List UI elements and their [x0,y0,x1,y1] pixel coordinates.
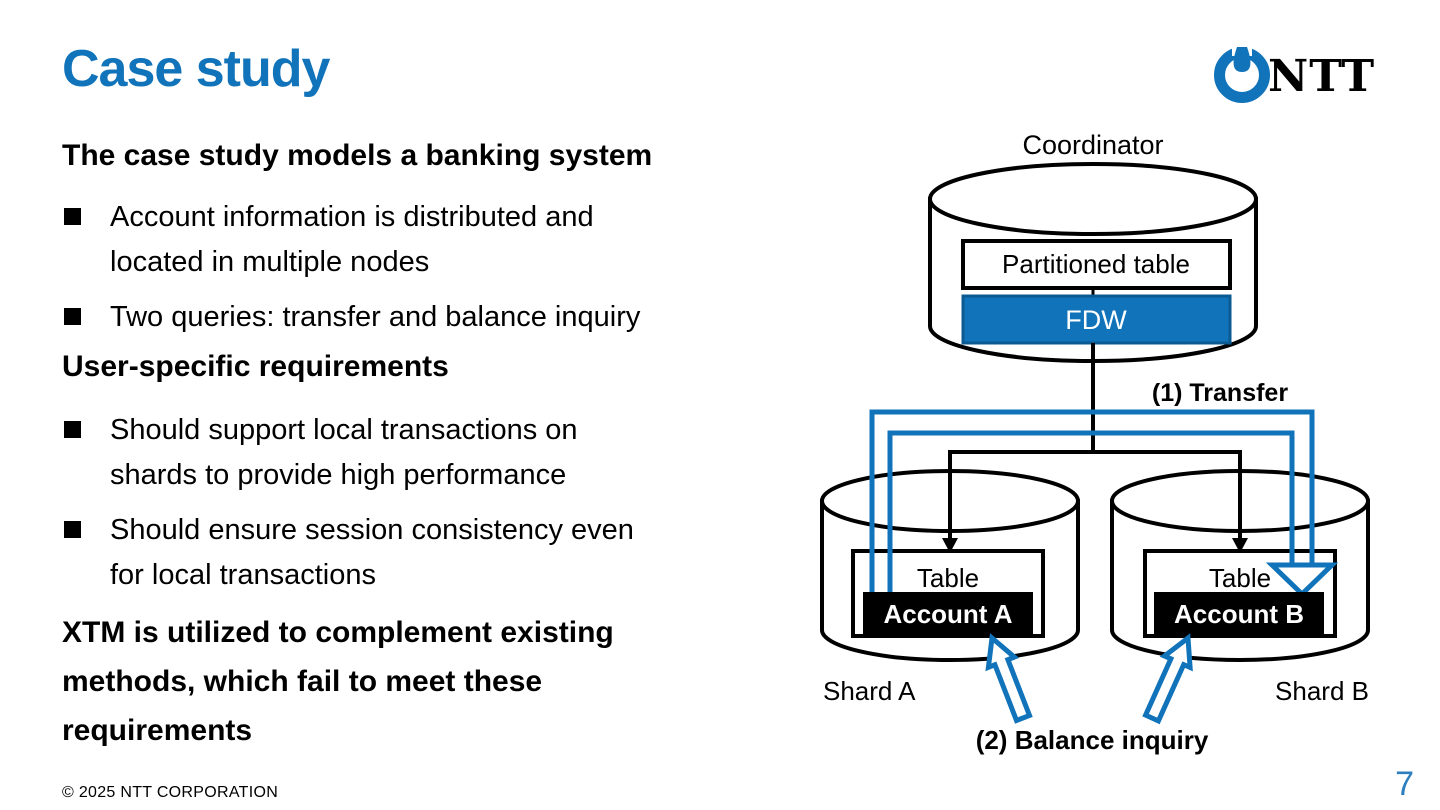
black-arrowhead-a [942,538,958,553]
architecture-diagram: Coordinator Partitioned table FDW Table [820,130,1370,755]
heading-user-requirements: User-specific requirements [62,350,449,383]
bullet-line: Account information is distributed and [110,201,594,233]
account-a-label: Account A [883,599,1012,629]
bullet-list-2: Should support local transactions on sha… [62,408,807,598]
distribution-lines [942,450,1248,553]
page-title: Case study [62,40,330,98]
transfer-arrow [869,409,1339,598]
closing-line: methods, which fail to meet these [62,665,543,698]
balance-inquiry-label: (2) Balance inquiry [976,725,1209,755]
bullet-list-1: Account information is distributed and l… [62,195,807,340]
bullet-line: for local transactions [110,559,376,591]
fdw-box [961,294,1232,345]
ntt-logo: NTT [1214,41,1375,103]
heading-banking-system: The case study models a banking system [62,139,653,172]
partitioned-table-box [961,239,1232,290]
black-arrowhead-b [1232,538,1248,553]
bullet-line: Should ensure session consistency even [110,514,634,546]
bullet-local-transactions: Should support local transactions on sha… [62,408,807,498]
bullet-line: Two queries: transfer and balance inquir… [110,301,641,333]
bullet-line: located in multiple nodes [110,246,430,278]
page-number: 7 [1395,765,1414,803]
balance-arrow-b-icon [1142,633,1193,725]
bullet-account-info: Account information is distributed and l… [62,195,807,285]
closing-statement: XTM is utilized to complement existing m… [62,608,807,755]
body-text: The case study models a banking system A… [62,139,807,755]
shard-a-label: Shard A [823,676,916,706]
bullet-line: shards to provide high performance [110,459,567,491]
copyright-footer: © 2025 NTT CORPORATION [62,784,279,801]
closing-line: requirements [62,714,253,747]
transfer-arrowhead-icon [1265,562,1339,598]
account-b-box [1154,592,1324,634]
closing-line: XTM is utilized to complement existing [62,616,614,649]
coordinator-label: Coordinator [1022,130,1163,160]
ntt-wordmark: NTT [1268,51,1375,102]
fdw-label: FDW [1065,305,1127,335]
table-a-label: Table [917,563,979,593]
account-b-label: Account B [1174,599,1304,629]
table-b-label: Table [1209,563,1271,593]
shard-b-label: Shard B [1275,676,1369,706]
partitioned-table-label: Partitioned table [1002,249,1190,279]
bullet-line: Should support local transactions on [110,414,578,446]
balance-arrow-a-icon [985,633,1033,724]
bullet-session-consistency: Should ensure session consistency even f… [62,508,807,598]
bullet-two-queries: Two queries: transfer and balance inquir… [62,295,807,340]
transfer-label: (1) Transfer [1152,379,1288,407]
account-a-box [863,592,1033,634]
ntt-dynamic-loop-icon [1214,41,1270,103]
